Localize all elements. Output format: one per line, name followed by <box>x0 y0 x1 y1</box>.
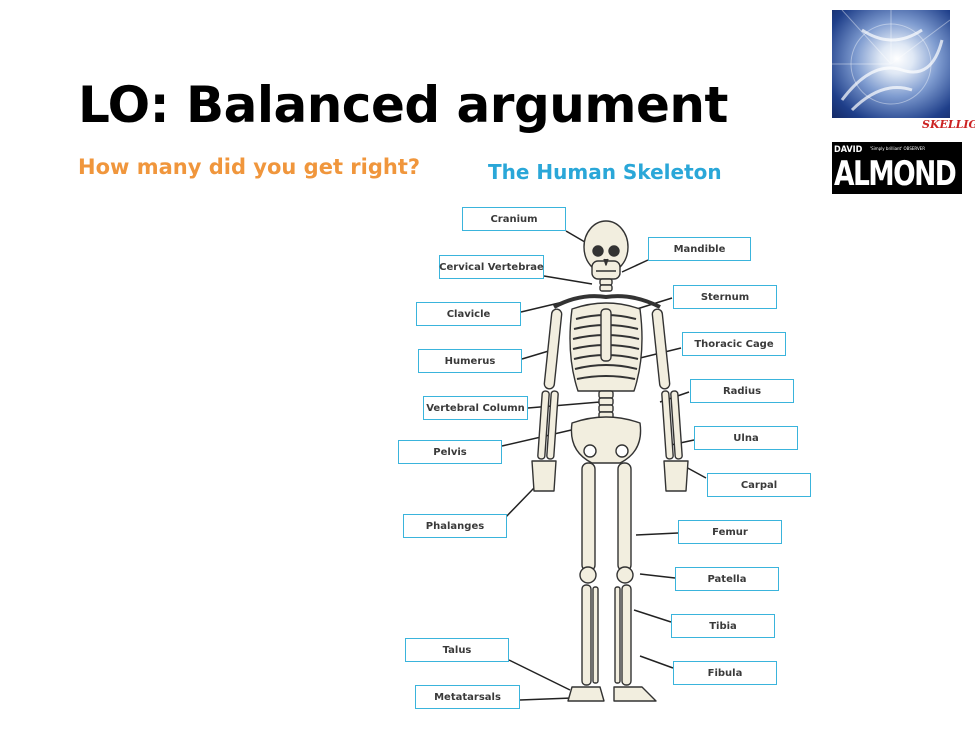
label-fibula[interactable]: Fibula <box>673 661 777 685</box>
leader-cervical-vertebrae <box>543 275 593 285</box>
label-talus[interactable]: Talus <box>405 638 509 662</box>
cover-art-swirl <box>832 10 950 112</box>
label-vertebral-column[interactable]: Vertebral Column <box>423 396 528 420</box>
leader-tibia <box>633 609 672 623</box>
sternum-shape <box>600 308 612 362</box>
label-mandible[interactable]: Mandible <box>648 237 751 261</box>
label-thoracic-cage[interactable]: Thoracic Cage <box>682 332 786 356</box>
label-pelvis[interactable]: Pelvis <box>398 440 502 464</box>
leader-vertebral-column <box>527 401 601 409</box>
left-humerus-shape <box>543 308 563 390</box>
right-humerus-shape <box>651 308 671 390</box>
pelvis-shape <box>570 416 642 464</box>
book-cover: SKELLIG DAVID 'Simply brilliant' OBSERVE… <box>832 10 975 194</box>
cover-author-last: ALMOND <box>834 154 957 194</box>
label-tibia[interactable]: Tibia <box>671 614 775 638</box>
cover-author-first: DAVID <box>834 145 863 155</box>
right-femur-shape <box>617 462 632 572</box>
slide-subtitle: How many did you get right? <box>78 155 421 179</box>
cover-quote: 'Simply brilliant' OBSERVER <box>870 146 925 151</box>
skeleton-illustration <box>531 220 689 702</box>
leader-talus <box>508 659 571 691</box>
left-femur-shape <box>581 462 596 572</box>
cover-author-band: DAVID 'Simply brilliant' OBSERVER ALMOND <box>832 142 962 194</box>
leader-femur <box>635 532 679 536</box>
label-patella[interactable]: Patella <box>675 567 779 591</box>
slide-title: LO: Balanced argument <box>78 76 728 134</box>
diagram-title: The Human Skeleton <box>488 160 722 184</box>
label-femur[interactable]: Femur <box>678 520 782 544</box>
label-phalanges[interactable]: Phalanges <box>403 514 507 538</box>
label-cranium[interactable]: Cranium <box>462 207 566 231</box>
label-clavicle[interactable]: Clavicle <box>416 302 521 326</box>
leader-phalanges <box>502 487 535 521</box>
leader-mandible <box>621 259 649 273</box>
leader-fibula <box>639 655 674 669</box>
cover-artwork <box>832 10 950 118</box>
label-sternum[interactable]: Sternum <box>673 285 777 309</box>
leader-metatarsals <box>519 697 573 701</box>
label-humerus[interactable]: Humerus <box>418 349 522 373</box>
cover-series-title: SKELLIG <box>922 118 975 131</box>
label-radius[interactable]: Radius <box>690 379 794 403</box>
leader-patella <box>639 573 676 579</box>
label-ulna[interactable]: Ulna <box>694 426 798 450</box>
label-metatarsals[interactable]: Metatarsals <box>415 685 520 709</box>
label-carpal[interactable]: Carpal <box>707 473 811 497</box>
label-cervical-vertebrae[interactable]: Cervical Vertebrae <box>439 255 544 279</box>
leader-humerus <box>521 349 553 360</box>
